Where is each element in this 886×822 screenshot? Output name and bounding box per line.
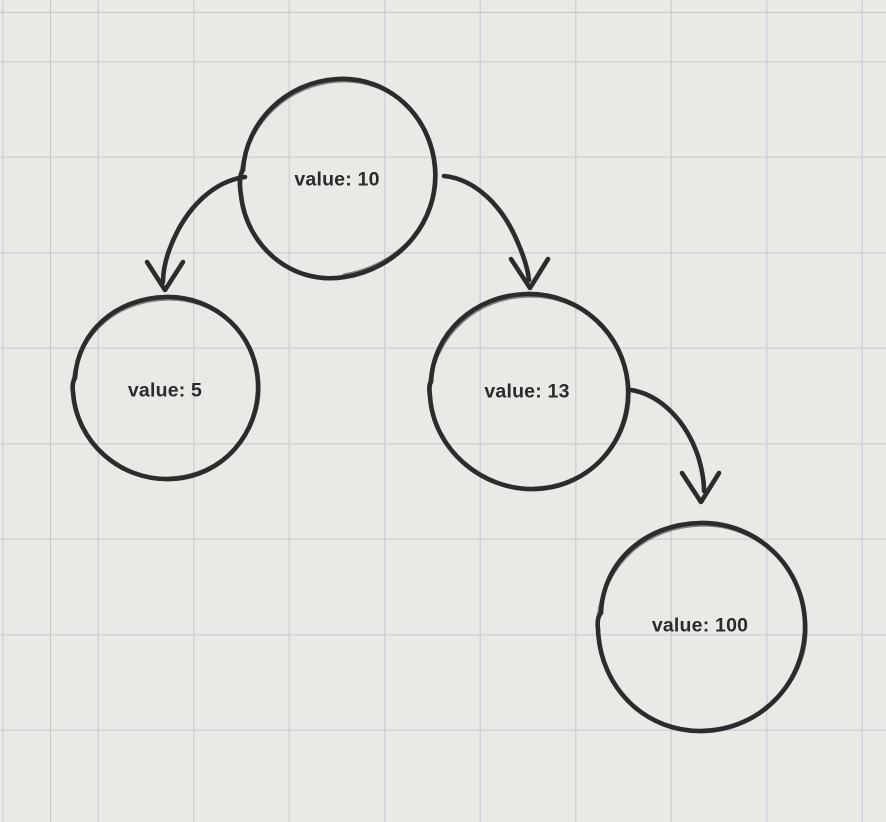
arrowhead-right-to-rr [679,470,722,505]
arrowhead-root-to-right [508,256,551,291]
edge-root-to-right[interactable] [441,173,532,283]
node-circle-right-right-overstroke [596,523,808,732]
node-circle-right-overstroke [427,294,631,490]
node-label-left: value: 5 [127,379,203,402]
edge-root-to-left[interactable] [160,174,248,285]
node-circle-root-overstroke [239,79,438,277]
node-label-root: value: 10 [294,168,380,191]
node-circle-left-overstroke [71,297,261,480]
edge-right-to-rr[interactable] [628,387,707,494]
node-label-right: value: 13 [484,380,570,403]
arrowhead-root-to-left [144,259,186,293]
node-label-right-right: value: 100 [651,614,749,637]
